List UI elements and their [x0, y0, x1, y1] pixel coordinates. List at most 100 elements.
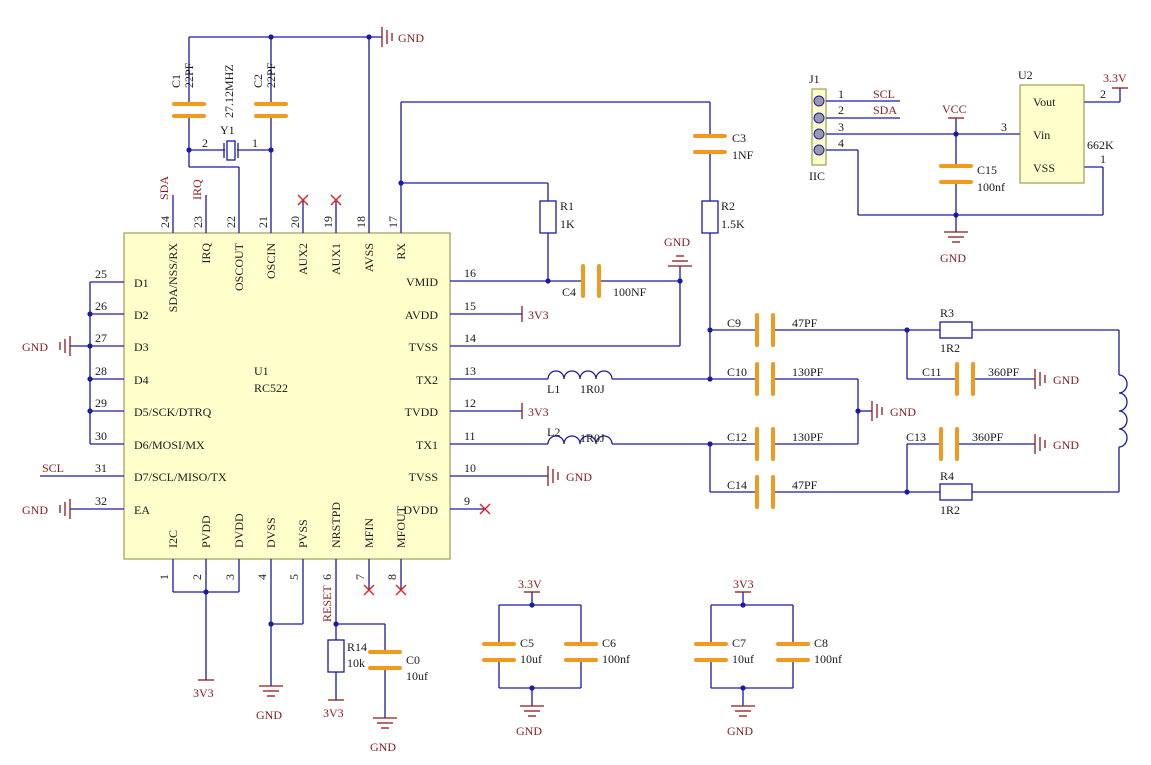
pin-num: 14	[464, 331, 476, 345]
gnd-label: GND	[516, 724, 542, 738]
pin-name: D2	[134, 308, 149, 322]
c6-ref: C6	[602, 636, 616, 650]
c5-ref: C5	[520, 636, 534, 650]
y1-pin2: 2	[202, 136, 208, 150]
pin-name: DVDD	[232, 513, 246, 548]
gnd-top-crystal	[381, 27, 393, 47]
r14-ref: R14	[347, 640, 367, 654]
u1-top-pin-names: SDA/NSS/RX IRQ OSCOUT OSCIN AUX2 AUX1 AV…	[166, 242, 408, 312]
c2-ref: C2	[251, 74, 265, 88]
net-irq: IRQ	[190, 179, 204, 200]
pin-num: 18	[354, 216, 368, 228]
c14-plates	[755, 475, 775, 509]
c0-val: 10uf	[406, 669, 428, 683]
c6-plates	[564, 642, 598, 662]
v33-label: 3V3	[733, 577, 754, 591]
gnd-label: GND	[890, 405, 916, 419]
c14-ref: C14	[727, 478, 747, 492]
pin-num: 8	[385, 574, 399, 580]
c12-plates	[755, 427, 775, 461]
y1-ref: Y1	[220, 123, 235, 137]
c10-ref: C10	[727, 365, 747, 379]
pin-num: 10	[464, 461, 476, 475]
r1-ref: R1	[560, 199, 574, 213]
u1-top-pin-numbers: 24 23 22 21 20 19 18 17	[158, 216, 400, 228]
r14-val: 10k	[347, 656, 365, 670]
pin-num: 13	[464, 364, 476, 378]
pin-name: TVSS	[409, 470, 438, 484]
c12-ref: C12	[727, 430, 747, 444]
c13-ref: C13	[906, 430, 926, 444]
c15-val: 100nf	[977, 180, 1005, 194]
pin-num: 6	[320, 574, 334, 580]
gnd-label: GND	[370, 740, 396, 754]
u2-pin1: 1	[1100, 152, 1106, 166]
c3-val: 1NF	[732, 148, 754, 162]
pin-num: 31	[95, 461, 107, 475]
c1-ref: C1	[169, 74, 183, 88]
u2-ref: U2	[1018, 68, 1033, 82]
decoupling-c5-c6: 3.3V GND C5 10uf C6 100nf	[482, 577, 630, 738]
c9-val: 47PF	[792, 316, 818, 330]
r4-body	[939, 483, 973, 501]
gnd-label: GND	[1053, 438, 1079, 452]
pin-name: D4	[134, 373, 149, 387]
c0-ref: C0	[406, 653, 420, 667]
c0-plates	[368, 650, 402, 670]
no-connect-marks	[297, 194, 491, 596]
pin-name: DVDD	[403, 503, 438, 517]
pin-name: TVDD	[405, 405, 439, 419]
pin-name: SDA/NSS/RX	[166, 243, 180, 313]
pin-name: TVSS	[409, 340, 438, 354]
u1-rc522: U1 RC522 25 26 27 28 29 30 31 32 D1 D2 D…	[40, 37, 680, 686]
c2-val: 22PF	[264, 62, 278, 88]
pin-num: 30	[95, 429, 107, 443]
pin-name: D3	[134, 340, 149, 354]
pin-num: 9	[464, 494, 470, 508]
c7-ref: C7	[732, 636, 746, 650]
c1-val: 22PF	[182, 62, 196, 88]
u1-bottom-pin-numbers: 1 2 3 4 5 6 7 8	[157, 574, 399, 580]
pin-num: 22	[224, 216, 238, 228]
pin-name: AUX1	[329, 243, 343, 275]
l2-coil	[547, 435, 613, 445]
c5-plates	[482, 642, 516, 662]
j1-sda: SDA	[873, 103, 897, 117]
gnd-label: GND	[664, 235, 690, 249]
v33-label: 3V3	[193, 686, 214, 700]
bottom-supplies: 3V3 GND 3V3 GND R14 10k C0 10uf	[193, 621, 428, 754]
c3-ref: C3	[732, 131, 746, 145]
pin-name: OSCOUT	[232, 242, 246, 291]
pin-name: MFIN	[362, 518, 376, 548]
pin-num: 11	[464, 429, 476, 443]
pin-name: TX2	[416, 373, 438, 387]
j1-name: IIC	[809, 169, 825, 183]
pin-name: D1	[134, 276, 149, 290]
j1-connector: J1 IIC 1 2 3 4 SCL SDA C15 100nf VCC GND	[809, 72, 1121, 265]
net-sda: SDA	[157, 176, 171, 200]
pin-name: AVSS	[362, 243, 376, 272]
pin-name: D5/SCK/DTRQ	[134, 405, 212, 419]
y1-val: 27.12MHZ	[222, 64, 236, 118]
c15-ref: C15	[977, 163, 997, 177]
r2-val: 1.5K	[721, 217, 745, 231]
pin-num: 24	[158, 216, 172, 228]
pin-name: RX	[394, 243, 408, 260]
l2-val: 1R0J	[580, 431, 605, 445]
pin-num: 32	[95, 494, 107, 508]
pin-name: MFOUT	[394, 505, 408, 548]
r14-body	[327, 639, 345, 673]
l1-coil	[547, 370, 613, 380]
pin-num: 28	[95, 364, 107, 378]
rx-network: C3 1NF R1 1K R2 1.5K C4 100NF GND	[398, 101, 754, 382]
pin-num: 1	[157, 574, 171, 580]
u1-ref: U1	[254, 364, 269, 378]
c6-val: 100nf	[602, 652, 630, 666]
gnd-label: GND	[22, 340, 48, 354]
j1-pin4: 4	[838, 136, 844, 150]
c4-val: 100NF	[613, 285, 647, 299]
pin-name: VMID	[406, 275, 438, 289]
pin-name: EA	[134, 503, 150, 517]
c11-ref: C11	[922, 365, 942, 379]
c10-plates	[755, 362, 775, 396]
